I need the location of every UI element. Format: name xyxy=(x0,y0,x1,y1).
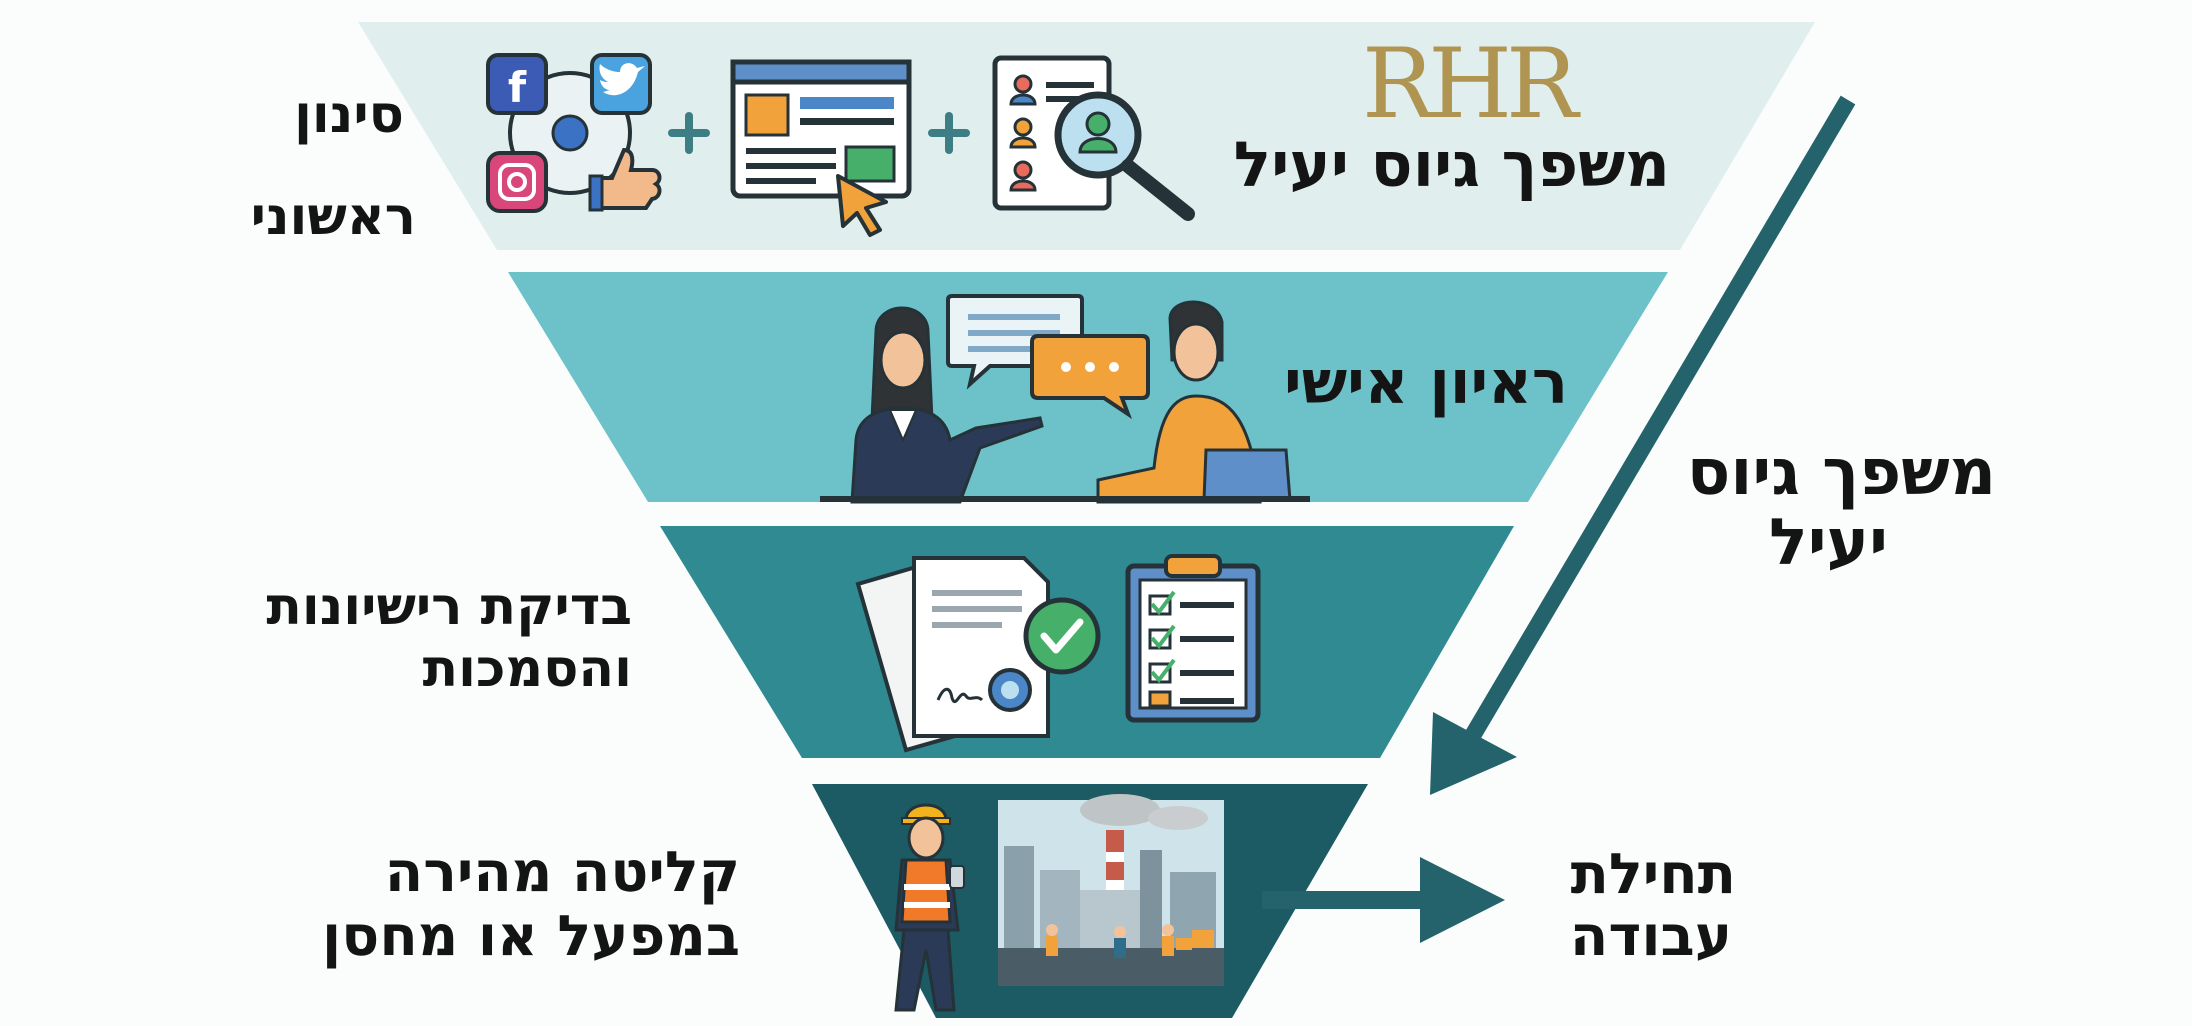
diagonal-arrow xyxy=(1430,95,1856,795)
outcome-arrow xyxy=(1262,857,1505,943)
stage-4-label-line2: במפעל או מחסן xyxy=(322,904,740,969)
plus-icon xyxy=(928,112,970,154)
svg-text:f: f xyxy=(508,63,527,112)
outcome-label-line2: עבודה xyxy=(1569,904,1732,969)
interview-scene-icon xyxy=(820,294,1310,504)
stage-3-label-line1: בדיקת רישיונות xyxy=(266,577,632,637)
rhr-logo: RHR xyxy=(1362,28,1578,140)
brand-tagline: משפך גיוס יעיל xyxy=(1233,128,1670,201)
stage-4-label-line1: קליטה מהירה xyxy=(384,840,740,905)
stage-1-label-line2: ראשוני xyxy=(250,187,416,247)
candidate-search-icon xyxy=(992,55,1195,221)
clipboard-checklist-icon xyxy=(1125,554,1261,723)
side-arrow-label-line2: יעיל xyxy=(1768,506,1888,580)
outcome-label-line1: תחילת xyxy=(1570,842,1736,907)
side-arrow-label-line1: משפך גיוס xyxy=(1686,436,1996,510)
stage-3-label-line2: והסמכות xyxy=(422,639,632,699)
factory-worker-icon xyxy=(894,794,1224,1012)
certified-documents-icon xyxy=(855,556,1101,753)
social-media-cluster-icon: f xyxy=(486,53,662,213)
stage-1-label-line1: סינון xyxy=(294,85,404,145)
plus-icon xyxy=(668,112,710,154)
stage-2-label: ראיון אישי xyxy=(1283,348,1568,418)
web-page-click-icon xyxy=(730,59,912,237)
